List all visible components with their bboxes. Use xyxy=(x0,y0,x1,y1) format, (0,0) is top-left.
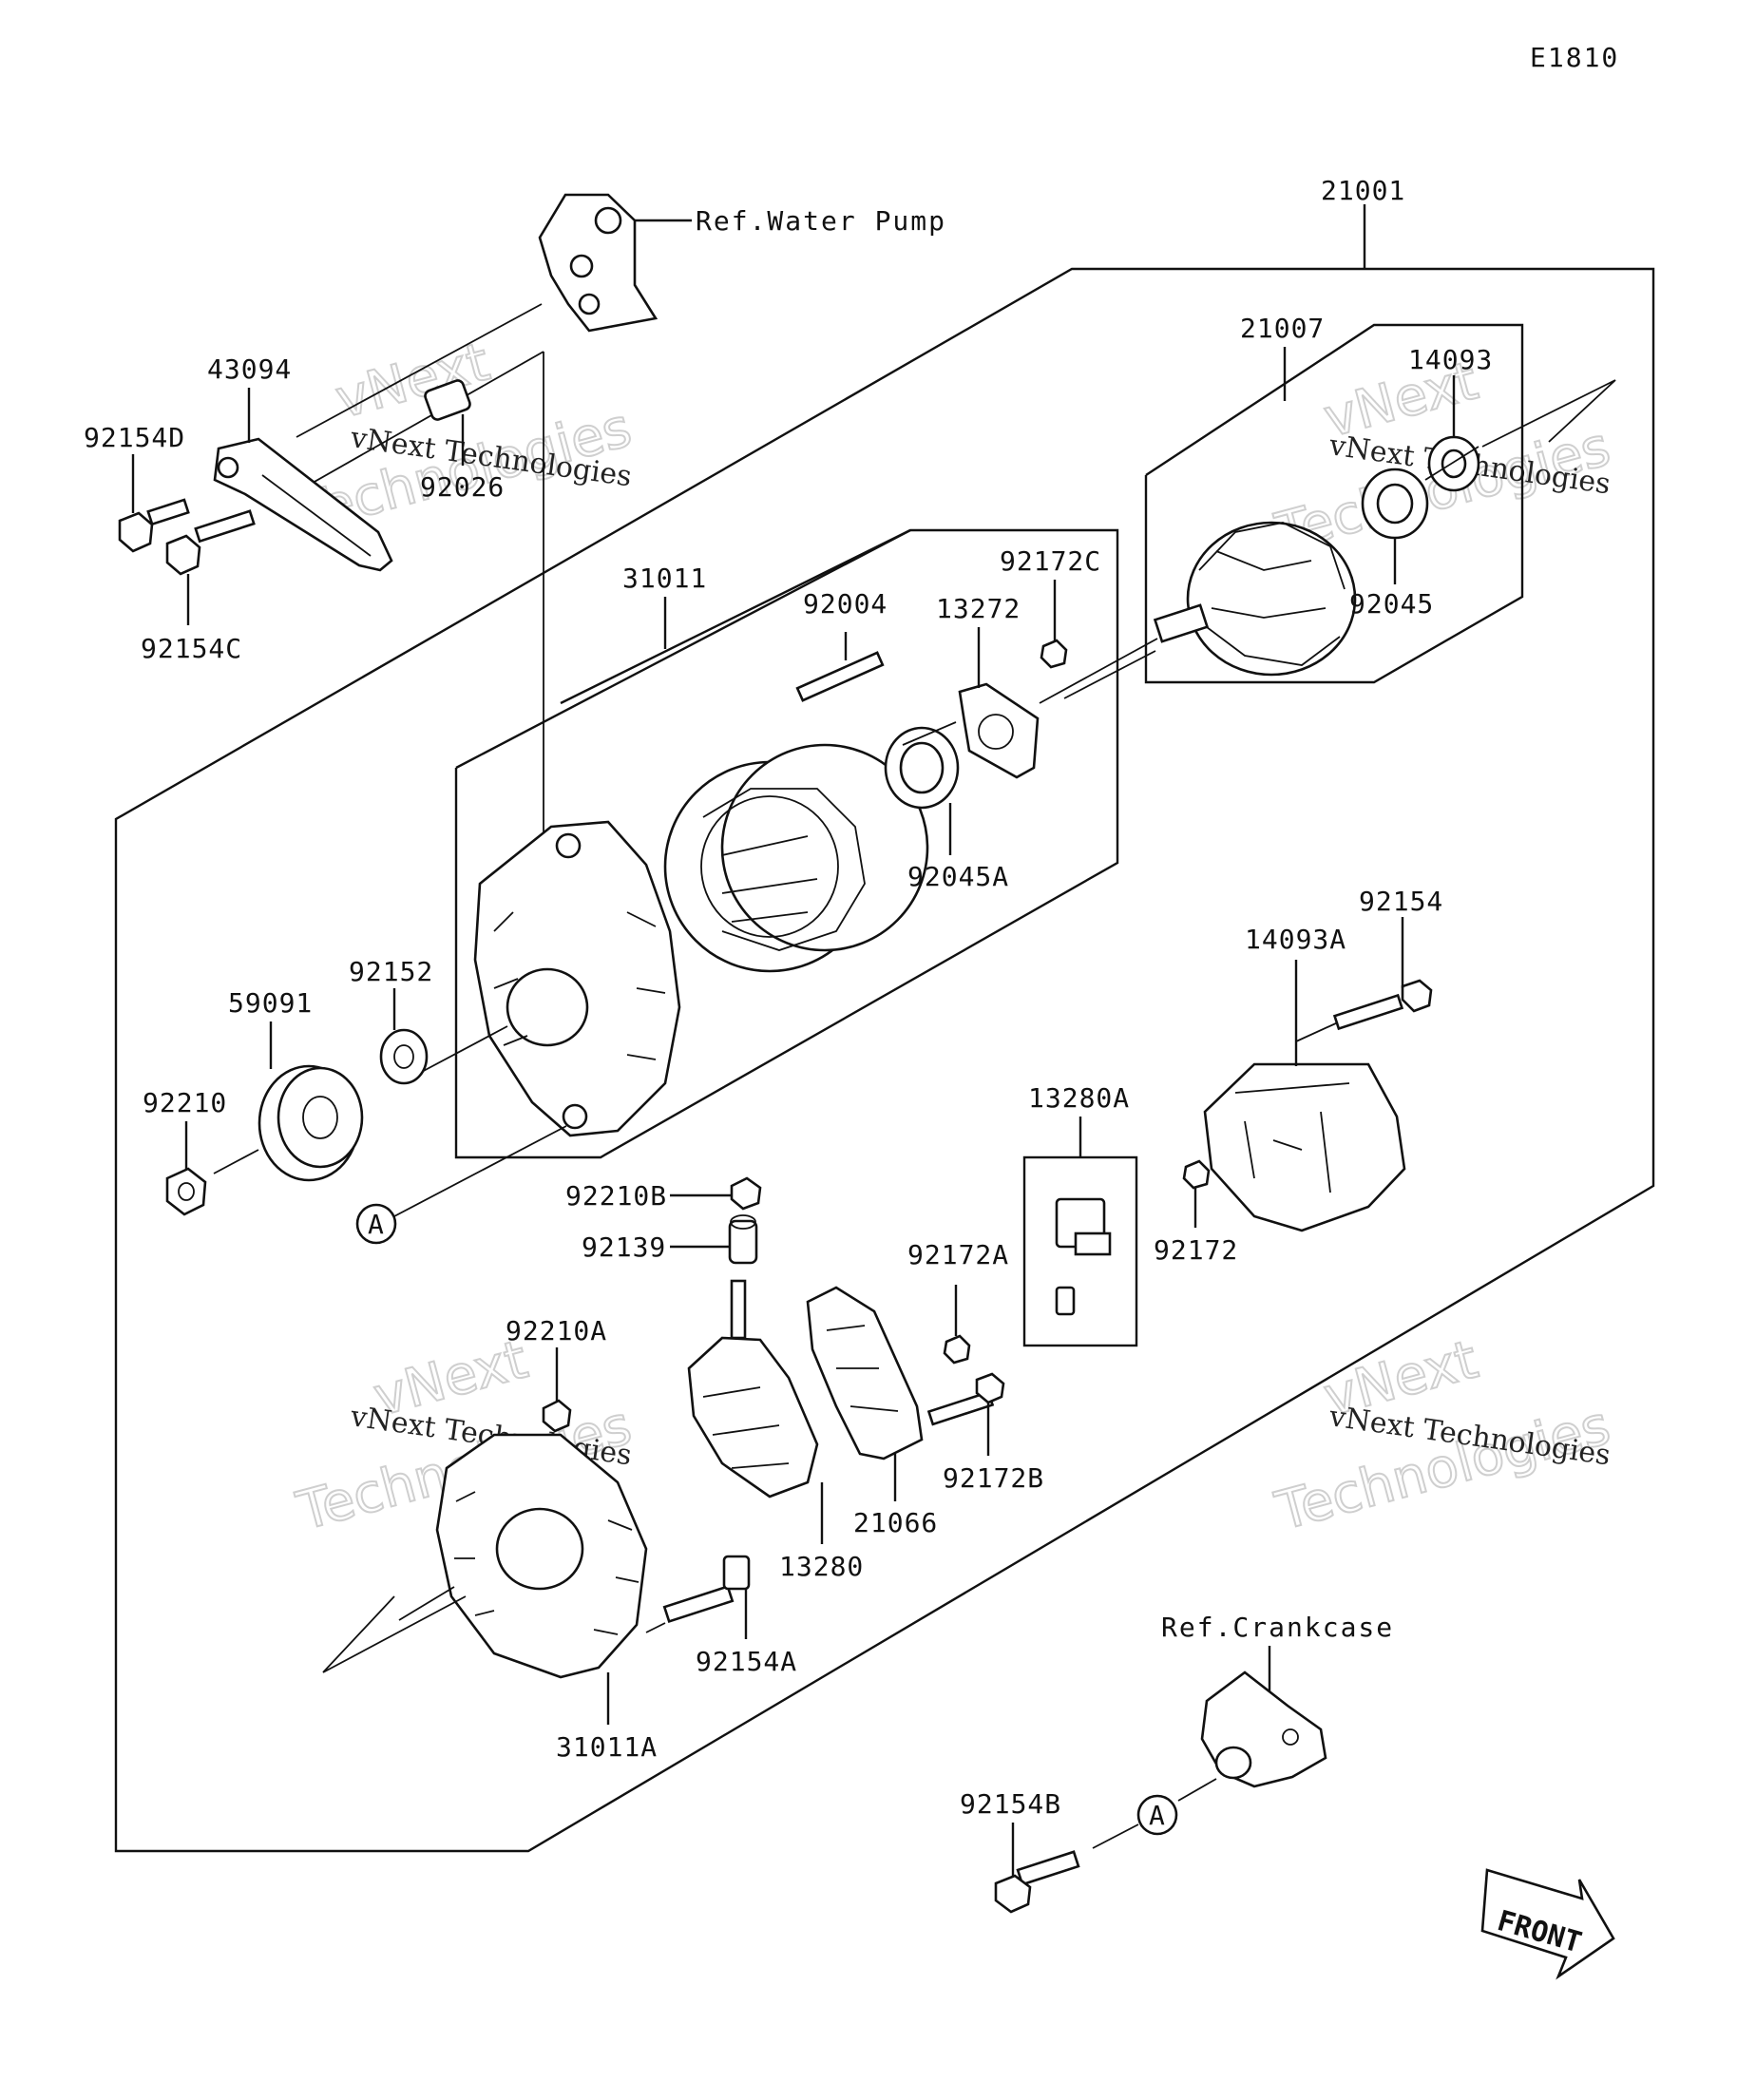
axis-callout-a-right xyxy=(1092,1823,1139,1849)
axis-water-pump xyxy=(296,303,543,438)
label-14093A: 14093A xyxy=(1245,924,1346,955)
label-21066: 21066 xyxy=(853,1507,938,1538)
label-92154C: 92154C xyxy=(141,633,242,664)
part-92172A-screw xyxy=(943,1334,971,1365)
label-21001: 21001 xyxy=(1321,175,1405,206)
part-31011A-rear-housing xyxy=(435,1433,648,1679)
part-92004-stud xyxy=(795,651,885,702)
part-92139-collar xyxy=(728,1214,758,1265)
ref-water-pump: Ref.Water Pump xyxy=(696,205,946,237)
part-92045-bearing xyxy=(1361,468,1429,540)
ref-crankcase: Ref.Crankcase xyxy=(1161,1612,1394,1643)
part-92210-nut xyxy=(165,1167,207,1216)
axis-plate xyxy=(902,721,957,746)
label-92045: 92045 xyxy=(1349,588,1434,620)
label-92152: 92152 xyxy=(349,956,433,987)
part-92154B-bolt xyxy=(994,1850,1080,1914)
callout-a-left xyxy=(355,1203,397,1245)
part-stator xyxy=(663,743,929,973)
part-14093-bearing-cover xyxy=(1427,435,1480,492)
label-14093: 14093 xyxy=(1408,344,1493,375)
frame-31011-inner xyxy=(560,528,911,705)
label-92172B: 92172B xyxy=(943,1462,1044,1494)
part-59091-pulley xyxy=(258,1064,364,1182)
part-92026-collar xyxy=(424,379,471,421)
label-92045A: 92045A xyxy=(907,861,1009,892)
label-31011A: 31011A xyxy=(556,1731,658,1763)
frame-21001 xyxy=(114,267,1655,1853)
label-92172A: 92172A xyxy=(907,1239,1009,1270)
label-92154D: 92154D xyxy=(84,422,185,453)
svg-text:vNext: vNext xyxy=(330,331,496,430)
label-59091: 59091 xyxy=(228,987,313,1019)
part-front-housing xyxy=(473,820,681,1137)
diagram-code: E1810 xyxy=(1530,42,1619,73)
watermark-bottom-right: vNext Technologies vNext Technologies xyxy=(1269,1327,1617,1543)
part-92152-collar xyxy=(379,1028,429,1085)
axis-rear-housing xyxy=(398,1586,455,1621)
label-92172: 92172 xyxy=(1154,1234,1238,1266)
part-13280-rectifier xyxy=(687,1279,819,1499)
part-92172-screw xyxy=(1182,1159,1211,1190)
label-92139: 92139 xyxy=(582,1231,666,1263)
part-92154D-bolt xyxy=(118,498,190,553)
part-92172B-bolt xyxy=(926,1372,1005,1426)
axis-rear-bolt-2 xyxy=(645,1622,666,1633)
label-13280A: 13280A xyxy=(1028,1082,1130,1114)
part-92154C-bolt xyxy=(165,509,256,576)
label-92154A: 92154A xyxy=(696,1646,797,1677)
label-92210A: 92210A xyxy=(506,1315,607,1346)
axis-stator-rotor xyxy=(1039,638,1158,704)
label-92026: 92026 xyxy=(420,471,505,503)
axis-housing-pulley xyxy=(417,1025,508,1075)
water-pump-bracket xyxy=(538,193,692,333)
axis-rotor-right xyxy=(1424,446,1479,481)
axis-rear-bolt xyxy=(1295,1021,1339,1042)
axis-arrow-top xyxy=(1481,379,1616,448)
crankcase-bracket xyxy=(1200,1670,1327,1788)
label-43094: 43094 xyxy=(207,353,292,385)
part-92154A-bolt xyxy=(662,1555,751,1624)
part-43094-bracket xyxy=(213,437,393,572)
part-brush-holder xyxy=(1055,1197,1112,1316)
callout-a-left-text: A xyxy=(368,1209,385,1240)
part-92210A-nut xyxy=(542,1399,572,1433)
axis-pulley-nut xyxy=(213,1149,259,1174)
axis-arrow-left xyxy=(322,1595,467,1673)
callout-a-right-text: A xyxy=(1149,1800,1166,1831)
frame-21007 xyxy=(1144,323,1524,684)
label-31011: 31011 xyxy=(622,563,707,594)
callout-a-right xyxy=(1136,1794,1178,1836)
label-92210: 92210 xyxy=(143,1087,227,1118)
part-92045A-bearing xyxy=(884,726,960,810)
part-rotor xyxy=(1063,521,1357,699)
label-13280: 13280 xyxy=(779,1551,864,1582)
axis-water-pump-2 xyxy=(292,351,544,495)
label-92154: 92154 xyxy=(1359,886,1443,917)
label-92210B: 92210B xyxy=(565,1180,667,1212)
axis-crankcase xyxy=(1177,1778,1217,1802)
part-92210B-nut xyxy=(730,1176,762,1211)
front-arrow-icon: FRONT xyxy=(1480,1868,1615,1980)
axis-callout-a-left xyxy=(393,1125,567,1217)
part-14093A-rear-cover xyxy=(1203,1062,1406,1232)
label-92172C: 92172C xyxy=(1000,545,1101,577)
part-21066-regulator xyxy=(806,1286,924,1460)
label-92154B: 92154B xyxy=(960,1788,1061,1820)
part-92154-bolt xyxy=(1332,979,1433,1031)
label-13272: 13272 xyxy=(936,593,1021,624)
part-92172C-screw xyxy=(1040,639,1068,669)
part-13272-plate xyxy=(958,682,1040,779)
label-92004: 92004 xyxy=(803,588,888,620)
label-21007: 21007 xyxy=(1240,313,1325,344)
